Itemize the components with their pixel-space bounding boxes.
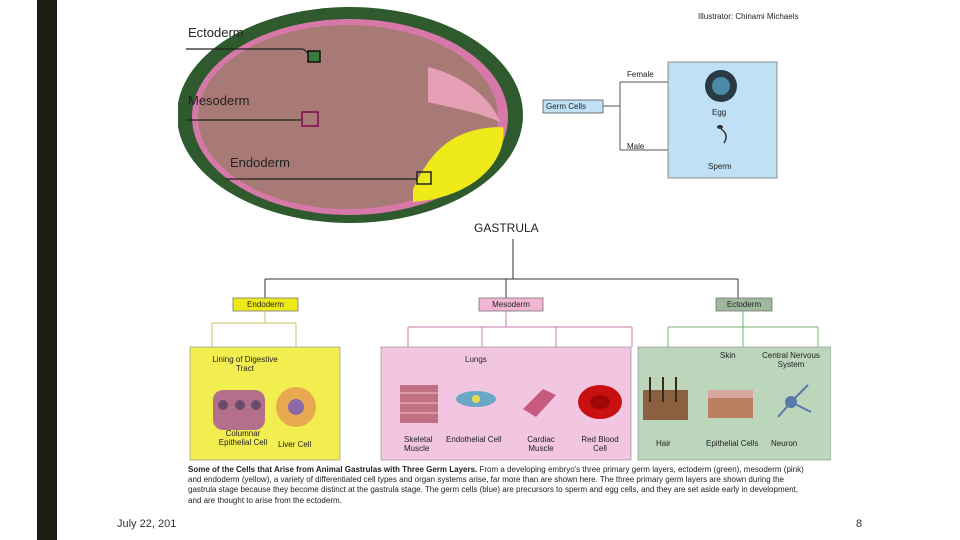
liver-cell-label: Liver Cell <box>278 440 312 449</box>
endoderm-label: Endoderm <box>230 155 290 170</box>
figure-caption: Some of the Cells that Arise from Animal… <box>188 465 813 506</box>
male-label: Male <box>627 142 645 151</box>
gastrula-figure: Illustrator: Chinami Michaels Ectoderm M… <box>178 7 831 530</box>
lungs-label: Lungs <box>465 355 487 364</box>
ectoderm-box-label: Ectoderm <box>726 300 762 309</box>
female-label: Female <box>627 70 654 79</box>
caption-text: From a developing embryo's three primary… <box>188 465 804 505</box>
endothelial-cell-label: Endothelial Cell <box>446 435 502 444</box>
slide-left-bar <box>37 0 57 540</box>
columnar-cell-label: Columnar Epithelial Cell <box>218 429 268 447</box>
embryo-cavity <box>198 25 498 209</box>
mesoderm-label: Mesoderm <box>188 93 250 108</box>
egg-label: Egg <box>712 108 727 117</box>
ectoderm-label: Ectoderm <box>188 25 244 40</box>
neuron-label: Neuron <box>771 439 798 448</box>
hair-label: Hair <box>656 439 671 448</box>
mesoderm-box-label: Mesoderm <box>492 300 530 309</box>
cns-label: Central Nervous System <box>762 351 820 369</box>
germ-cells-label: Germ Cells <box>546 102 587 111</box>
endoderm-region <box>413 127 504 202</box>
footer-date: July 22, 201 <box>117 518 177 530</box>
diagram-graphics <box>178 7 831 461</box>
lining-label: Lining of Digestive Tract <box>212 355 278 373</box>
skeletal-muscle-label: Skeletal Muscle <box>404 435 433 453</box>
cardiac-muscle-label: Cardiac Muscle <box>527 435 555 453</box>
epithelial-cells-label: Epithelial Cells <box>706 439 759 448</box>
skin-label: Skin <box>720 351 736 360</box>
gastrula-title: GASTRULA <box>474 221 539 235</box>
illustrator-credit: Illustrator: Chinami Michaels <box>698 12 799 21</box>
caption-title: Some of the Cells that Arise from Animal… <box>188 465 478 474</box>
endoderm-box-label: Endoderm <box>247 300 284 309</box>
page-number: 8 <box>856 518 863 530</box>
sperm-label: Sperm <box>708 162 732 171</box>
red-blood-cell-label: Red Blood Cell <box>581 435 619 453</box>
